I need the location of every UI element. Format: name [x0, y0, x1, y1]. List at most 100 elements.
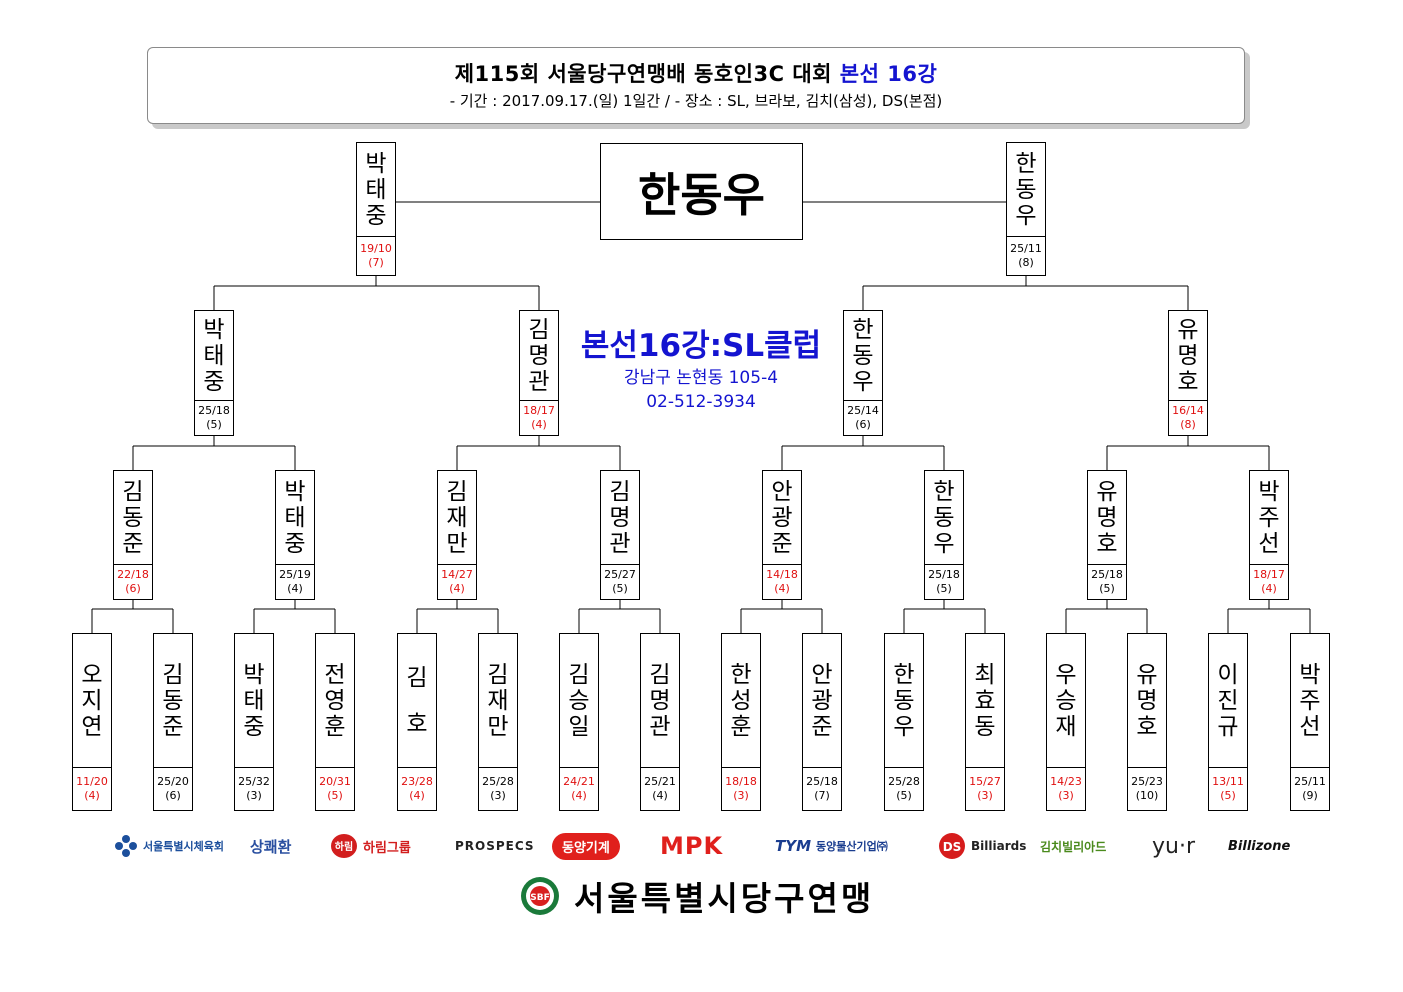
tym-logo: TYM — [775, 837, 812, 855]
venue-info: 본선16강:SL클럽 강남구 논현동 105-4 02-512-3934 — [560, 326, 842, 414]
match-score: 13/11(5) — [1209, 767, 1247, 810]
match-score: 22/18(6) — [114, 564, 152, 599]
innings-value: (4) — [571, 789, 587, 802]
score-value: 14/27 — [441, 568, 473, 581]
match-score: 25/28(3) — [479, 767, 517, 810]
score-value: 25/28 — [482, 775, 514, 788]
venue-address: 강남구 논현동 105-4 — [623, 368, 779, 388]
svg-text:SBF: SBF — [530, 893, 550, 903]
score-value: 23/28 — [401, 775, 433, 788]
match-score: 25/19(4) — [276, 564, 314, 599]
innings-value: (5) — [206, 418, 222, 431]
match-score: 20/31(5) — [316, 767, 354, 810]
venue-title: 본선16강:SL클럽 — [580, 328, 822, 364]
sponsor-harim: 하림 하림그룹 — [330, 826, 411, 866]
innings-value: (3) — [977, 789, 993, 802]
match-score: 25/18(7) — [803, 767, 841, 810]
sponsor-billizone: Billizone — [1228, 838, 1291, 854]
score-value: 22/18 — [117, 568, 149, 581]
innings-value: (4) — [84, 789, 100, 802]
match-score: 14/18(4) — [763, 564, 801, 599]
sbf-emblem-icon: SBF — [521, 877, 559, 915]
score-value: 25/11 — [1010, 242, 1042, 255]
score-value: 14/18 — [766, 568, 798, 581]
match-score: 25/18(5) — [925, 564, 963, 599]
score-value: 25/18 — [198, 404, 230, 417]
innings-value: (7) — [814, 789, 830, 802]
innings-value: (5) — [936, 582, 952, 595]
score-value: 25/19 — [279, 568, 311, 581]
match-score: 18/17(4) — [1250, 564, 1288, 599]
svg-text:하림: 하림 — [335, 840, 353, 853]
match-score: 25/14(6) — [844, 400, 882, 435]
score-value: 16/14 — [1172, 404, 1204, 417]
score-value: 25/28 — [888, 775, 920, 788]
player-name: 김 호 — [406, 665, 428, 737]
innings-value: (8) — [1180, 418, 1196, 431]
score-value: 13/11 — [1212, 775, 1244, 788]
score-value: 25/23 — [1131, 775, 1163, 788]
innings-value: (8) — [1018, 256, 1034, 269]
svg-text:DS: DS — [943, 840, 962, 854]
match-score: 23/28(4) — [398, 767, 436, 810]
innings-value: (5) — [1099, 582, 1115, 595]
tournament-title: 제115회 서울당구연맹배 동호인3C 대회 본선 16강 — [454, 62, 938, 86]
innings-value: (3) — [246, 789, 262, 802]
innings-value: (4) — [774, 582, 790, 595]
match-score: 11/20(4) — [73, 767, 111, 810]
innings-value: (5) — [1220, 789, 1236, 802]
innings-value: (7) — [368, 256, 384, 269]
innings-value: (3) — [1058, 789, 1074, 802]
match-score: 25/21(4) — [641, 767, 679, 810]
sponsor-prospecs: PROSPECS — [455, 839, 535, 853]
sponsor-logos: 서울특별시체육회 상쾌환 하림 하림그룹 PROSPECS 동양기계 MPK T… — [100, 826, 1310, 866]
innings-value: (4) — [652, 789, 668, 802]
match-score: 25/18(5) — [195, 400, 233, 435]
match-score: 14/27(4) — [438, 564, 476, 599]
match-score: 25/32(3) — [235, 767, 273, 810]
innings-value: (5) — [327, 789, 343, 802]
sponsor-sangkwaehwan: 상쾌환 — [250, 837, 292, 856]
innings-value: (6) — [165, 789, 181, 802]
score-value: 19/10 — [360, 242, 392, 255]
score-value: 25/18 — [806, 775, 838, 788]
champion-box: 한동우 — [600, 143, 803, 240]
flower-emblem-icon — [115, 835, 137, 857]
innings-value: (4) — [531, 418, 547, 431]
tournament-header: 제115회 서울당구연맹배 동호인3C 대회 본선 16강 - 기간 : 201… — [147, 47, 1245, 124]
sponsor-dongyang: 동양기계 — [552, 826, 620, 866]
match-score: 25/18(5) — [1088, 564, 1126, 599]
score-value: 25/20 — [157, 775, 189, 788]
footer-org-name: 서울특별시당구연맹 — [574, 879, 875, 918]
